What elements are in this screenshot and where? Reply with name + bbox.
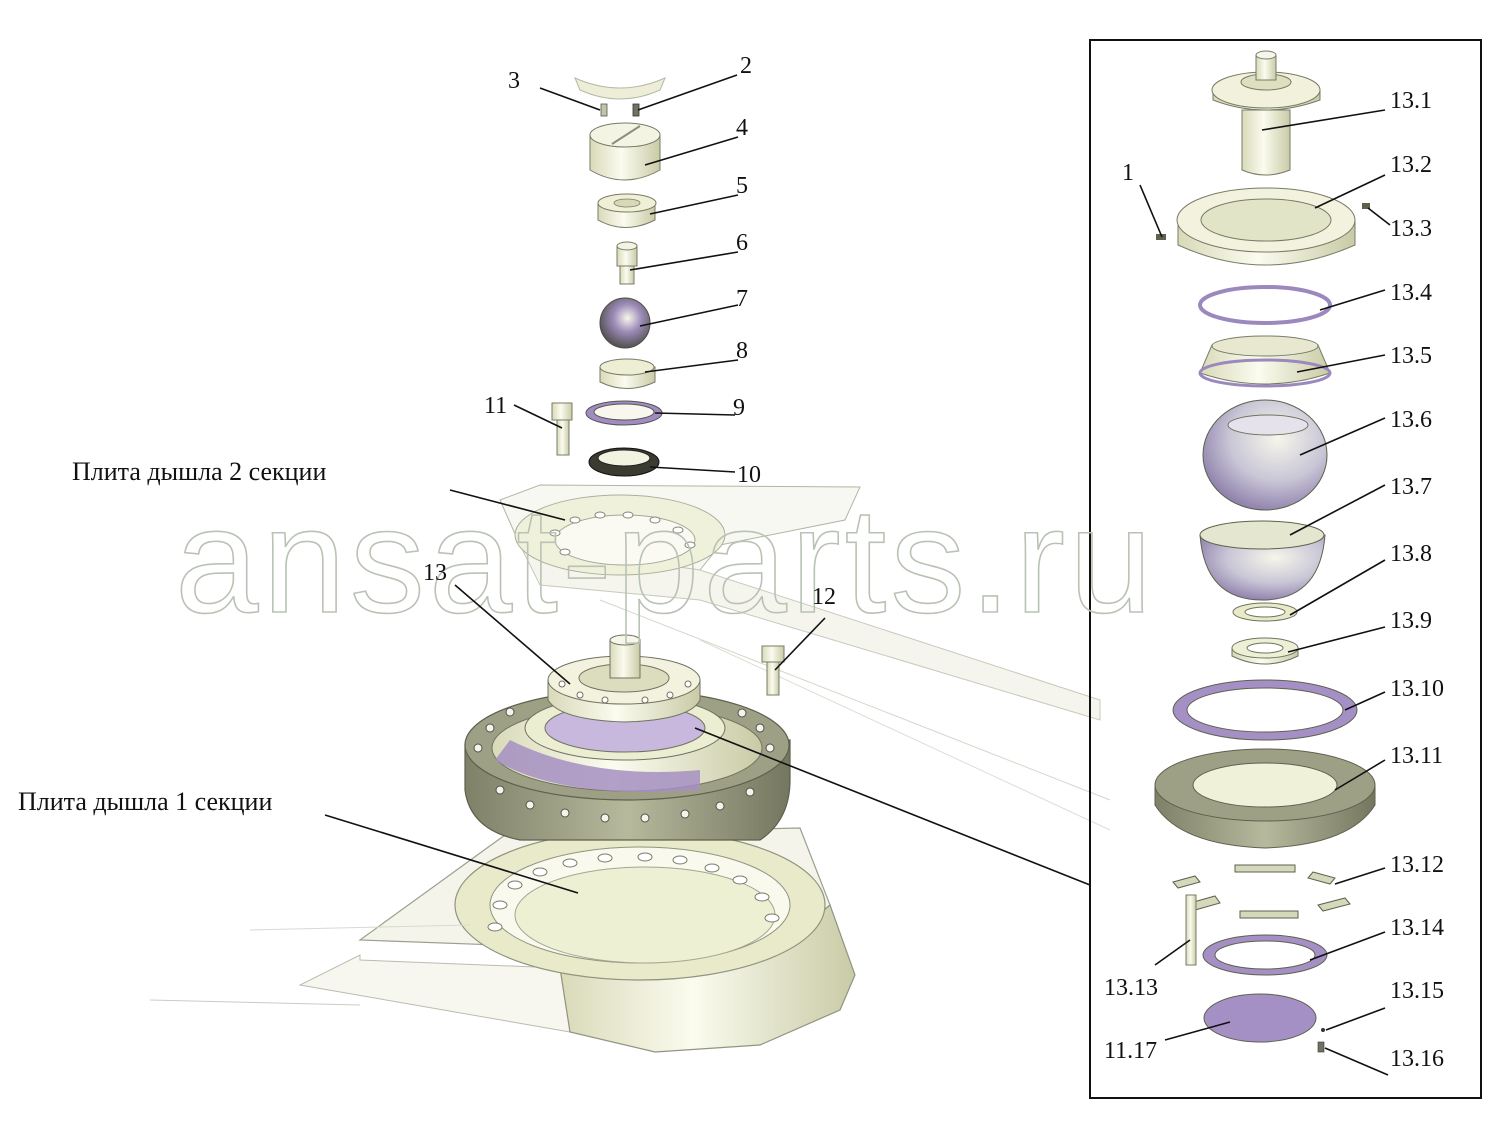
callout-5: 5	[736, 173, 748, 199]
callout-13-8: 13.8	[1390, 541, 1432, 567]
callout-13-1: 13.1	[1390, 88, 1432, 114]
callout-13-6: 13.6	[1390, 407, 1432, 433]
caption-plate-section-2: Плита дышла 2 секции	[72, 457, 326, 486]
callout-13-16: 13.16	[1390, 1046, 1444, 1072]
callout-8: 8	[736, 338, 748, 364]
callout-6: 6	[736, 230, 748, 256]
callout-11: 11	[484, 393, 507, 419]
callout-13: 13	[423, 560, 447, 586]
plate-section-1	[149, 827, 856, 1053]
callout-1: 1	[1122, 160, 1134, 186]
callout-13-13: 13.13	[1104, 975, 1158, 1001]
callout-13-10: 13.10	[1390, 676, 1444, 702]
callout-3: 3	[508, 68, 520, 94]
callout-13-12: 13.12	[1390, 852, 1444, 878]
callout-2: 2	[740, 53, 752, 79]
coupling-assembly-13	[464, 634, 791, 841]
callout-13-15: 13.15	[1390, 978, 1444, 1004]
detail-parts	[1154, 50, 1376, 1053]
leader-lines	[324, 74, 1391, 1076]
callout-13-14: 13.14	[1390, 915, 1444, 941]
callout-10: 10	[737, 462, 761, 488]
callout-4: 4	[736, 115, 748, 141]
callout-13-2: 13.2	[1390, 152, 1432, 178]
callout-12: 12	[812, 584, 836, 610]
callout-13-5: 13.5	[1390, 343, 1432, 369]
callout-13-9: 13.9	[1390, 608, 1432, 634]
callout-11-17: 11.17	[1104, 1038, 1157, 1064]
callout-13-7: 13.7	[1390, 474, 1432, 500]
callout-13-4: 13.4	[1390, 280, 1432, 306]
caption-plate-section-1: Плита дышла 1 секции	[18, 787, 272, 816]
watermark-text: ansat-parts.ru	[175, 476, 1156, 644]
callout-13-11: 13.11	[1390, 743, 1443, 769]
parts-stack	[551, 77, 785, 696]
detail-frame	[1089, 39, 1482, 1099]
callout-labels: 1 2 3 4 5 6 7 8 9 10 11 12 13 13.1 13.2 …	[423, 53, 1444, 1072]
callout-9: 9	[733, 395, 745, 421]
callout-7: 7	[736, 286, 748, 312]
callout-13-3: 13.3	[1390, 216, 1432, 242]
